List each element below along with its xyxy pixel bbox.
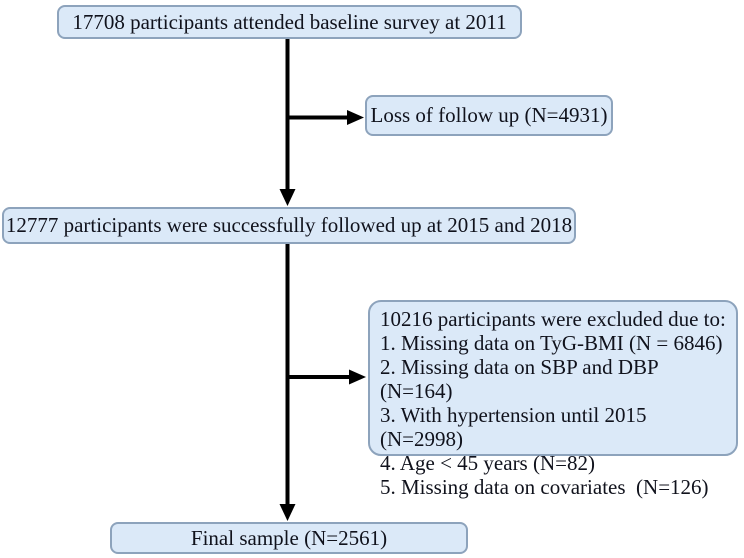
excluded-title: 10216 participants were excluded due to: [380, 307, 726, 331]
excluded-item-1: 1. Missing data on TyG-BMI (N = 6846) [380, 331, 723, 355]
excluded-participants-box: 10216 participants were excluded due to:… [368, 300, 738, 499]
baseline-survey-box: 17708 participants attended baseline sur… [57, 5, 522, 39]
excluded-item-5: 5. Missing data on covariates (N=126) [380, 475, 709, 499]
followed-up-box: 12777 participants were successfully fol… [2, 207, 576, 244]
loss-of-follow-up-box: Loss of follow up (N=4931) [365, 95, 613, 136]
followed-up-text: 12777 participants were successfully fol… [5, 213, 573, 238]
arrow-baseline-to-followed-head [279, 189, 296, 206]
baseline-survey-text: 17708 participants attended baseline sur… [72, 9, 507, 34]
final-sample-box: Final sample (N=2561) [110, 522, 468, 554]
arrow-branch-excluded-head [349, 369, 366, 385]
excluded-item-3: 3. With hypertension until 2015 (N=2998) [380, 403, 652, 451]
loss-of-follow-up-text: Loss of follow up (N=4931) [370, 103, 608, 128]
final-sample-text: Final sample (N=2561) [190, 525, 388, 550]
excluded-item-4: 4. Age < 45 years (N=82) [380, 451, 595, 475]
arrow-followed-to-final-head [279, 504, 296, 521]
arrow-branch-loss-head [347, 110, 364, 125]
excluded-item-2: 2. Missing data on SBP and DBP (N=164) [380, 355, 664, 403]
